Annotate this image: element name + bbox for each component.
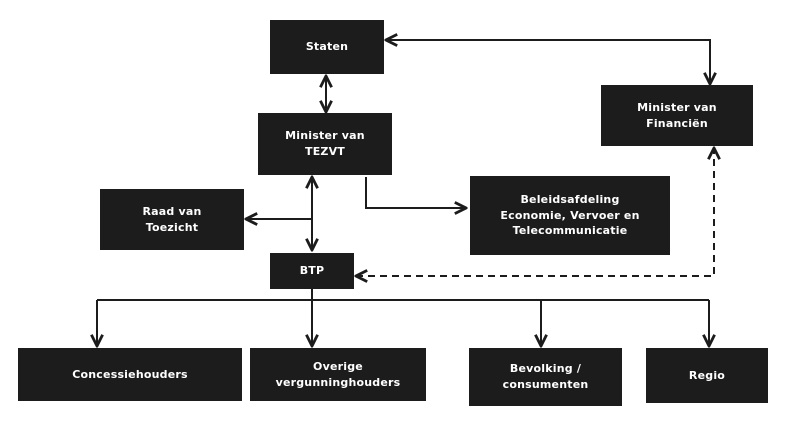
- node-minister-financien-label: Minister van Financiën: [637, 100, 717, 130]
- node-minister-financien: Minister van Financiën: [601, 85, 753, 146]
- node-bevolking-consumenten: Bevolking / consumenten: [469, 348, 622, 406]
- node-minister-tezvt-label: Minister van TEZVT: [285, 129, 365, 158]
- node-minister-tezvt: Minister van TEZVT: [258, 113, 392, 175]
- node-bevolking-consumenten-label: Bevolking / consumenten: [502, 362, 589, 391]
- edge-staten-minister-financien: [386, 40, 710, 84]
- node-staten: Staten: [270, 20, 384, 74]
- node-raad-van-toezicht-label: Raad van Toezicht: [142, 204, 202, 234]
- node-overige-vergunninghouders: Overige vergunninghouders: [250, 348, 426, 401]
- node-beleidsafdeling-label: Beleidsafdeling Economie, Vervoer en Tel…: [500, 192, 640, 238]
- node-beleidsafdeling: Beleidsafdeling Economie, Vervoer en Tel…: [470, 176, 670, 255]
- node-regio-label: Regio: [688, 368, 726, 382]
- edge-to-beleidsafdeling: [365, 177, 466, 208]
- node-raad-van-toezicht: Raad van Toezicht: [100, 189, 244, 250]
- node-staten-label: Staten: [305, 40, 349, 54]
- node-btp-label: BTP: [299, 264, 325, 278]
- node-overige-vergunninghouders-label: Overige vergunninghouders: [275, 359, 401, 389]
- node-concessiehouders-label: Concessiehouders: [72, 367, 188, 381]
- node-btp: BTP: [270, 253, 354, 289]
- node-concessiehouders: Concessiehouders: [18, 348, 242, 401]
- node-regio: Regio: [646, 348, 768, 403]
